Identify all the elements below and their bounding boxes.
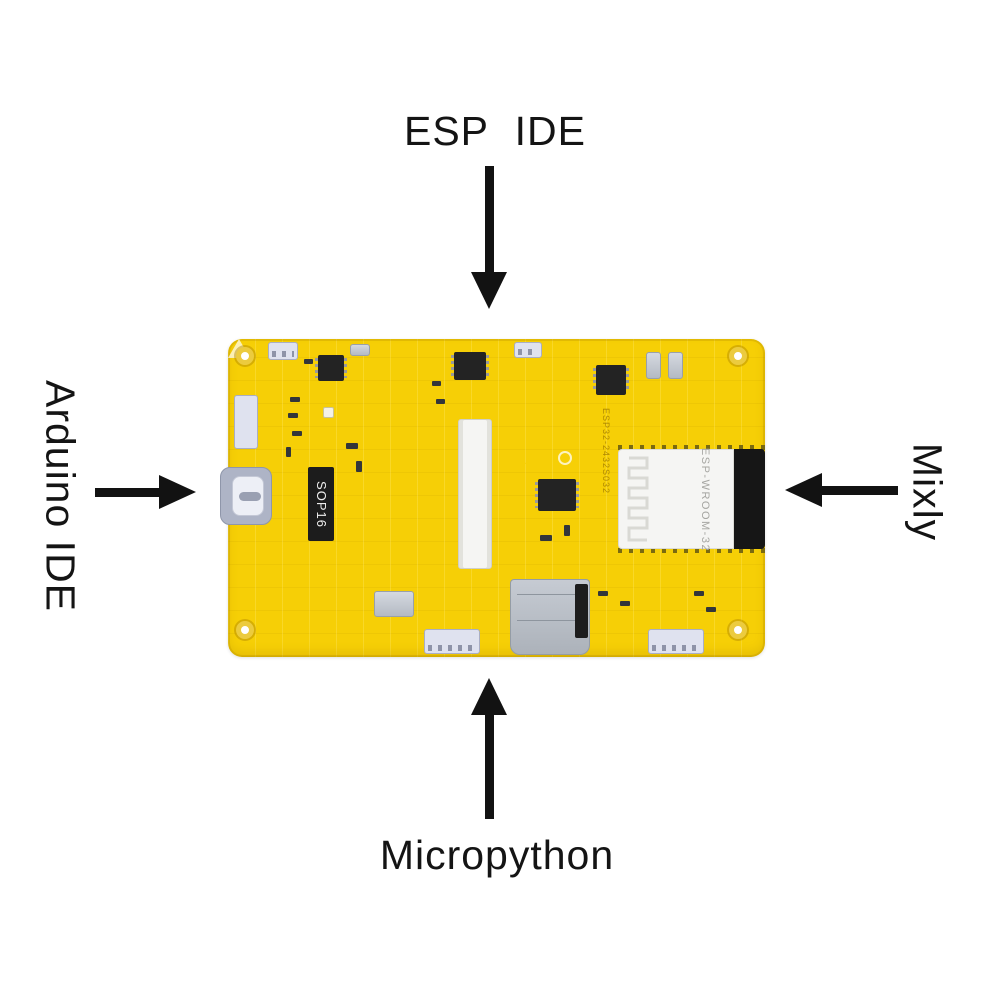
pin-header-connector (234, 395, 258, 449)
reset-button (668, 352, 683, 379)
mounting-hole (236, 347, 254, 365)
mounting-hole (729, 347, 747, 365)
usb-c-tongue (239, 492, 261, 501)
arrow-shaft (95, 487, 159, 497)
connector-pins (518, 349, 538, 355)
resistor (436, 399, 445, 404)
arrow-right-icon (95, 475, 196, 509)
connector-pins (272, 351, 294, 357)
arrow-head (471, 678, 507, 715)
mounting-hole (236, 621, 254, 639)
connector-pins (652, 645, 700, 651)
arrow-head (785, 473, 822, 507)
sd-slot-seam (517, 594, 583, 595)
label-esp-ide: ESP IDE (403, 108, 587, 154)
resistor (598, 591, 608, 596)
ic-chip (593, 365, 629, 395)
arrow-shaft (484, 715, 494, 819)
antenna-icon (627, 456, 649, 542)
label-micropython: Micropython (379, 832, 615, 878)
rgb-led (323, 407, 334, 418)
recycle-triangle-inner (525, 454, 537, 464)
connector-pins (428, 645, 476, 651)
resistor (288, 413, 298, 418)
ic-chip (315, 355, 347, 381)
boot-button (646, 352, 661, 379)
arrow-head (159, 475, 196, 509)
sop16-label: SOP16 (313, 480, 329, 528)
battery-connector (268, 342, 298, 360)
arrow-down-icon (471, 166, 507, 309)
module-castellation (618, 445, 765, 450)
arrow-left-icon (785, 473, 898, 507)
resistor (694, 591, 704, 596)
capacitor (286, 447, 291, 457)
esp32-module-shield (734, 449, 765, 549)
display-fpc-connector (458, 419, 492, 569)
usb-serial-chip (451, 352, 489, 380)
sop16-tag: SOP16 (308, 467, 334, 541)
esp32-module: ESP-WROOM-32 (618, 447, 765, 553)
label-arduino-ide: Arduino IDE (37, 379, 84, 613)
cert-mark-icon (558, 451, 572, 465)
arrow-up-icon (471, 678, 507, 819)
resistor (292, 431, 302, 436)
sd-card (575, 584, 588, 638)
flash-chip (535, 479, 579, 511)
esp-module-label: ESP-WROOM-32 (699, 447, 711, 553)
resistor (620, 601, 630, 606)
pcb-board: SOP16 ESP32-2432S032 (220, 339, 765, 657)
arrow-shaft (822, 485, 898, 495)
io-connector (374, 591, 414, 617)
module-castellation (618, 548, 765, 553)
esp32-module-body: ESP-WROOM-32 (618, 447, 734, 553)
resistor (304, 359, 313, 364)
resistor (290, 397, 300, 402)
sd-card-slot (510, 579, 590, 655)
sd-slot-seam (517, 620, 583, 621)
arrow-head (471, 272, 507, 309)
jst-connector-left (424, 629, 480, 654)
crystal-oscillator (350, 344, 370, 356)
label-mixly: Mixly (904, 442, 951, 542)
resistor (706, 607, 716, 612)
speaker-connector (514, 342, 542, 358)
usb-c-port (220, 467, 272, 525)
jst-connector-right (648, 629, 704, 654)
silkscreen-model-text: ESP32-2432S032 (601, 407, 611, 495)
capacitor (564, 525, 570, 536)
arrow-shaft (484, 166, 494, 272)
resistor (346, 443, 358, 449)
capacitor (356, 461, 362, 472)
resistor (540, 535, 552, 541)
resistor (432, 381, 441, 386)
mounting-hole (729, 621, 747, 639)
